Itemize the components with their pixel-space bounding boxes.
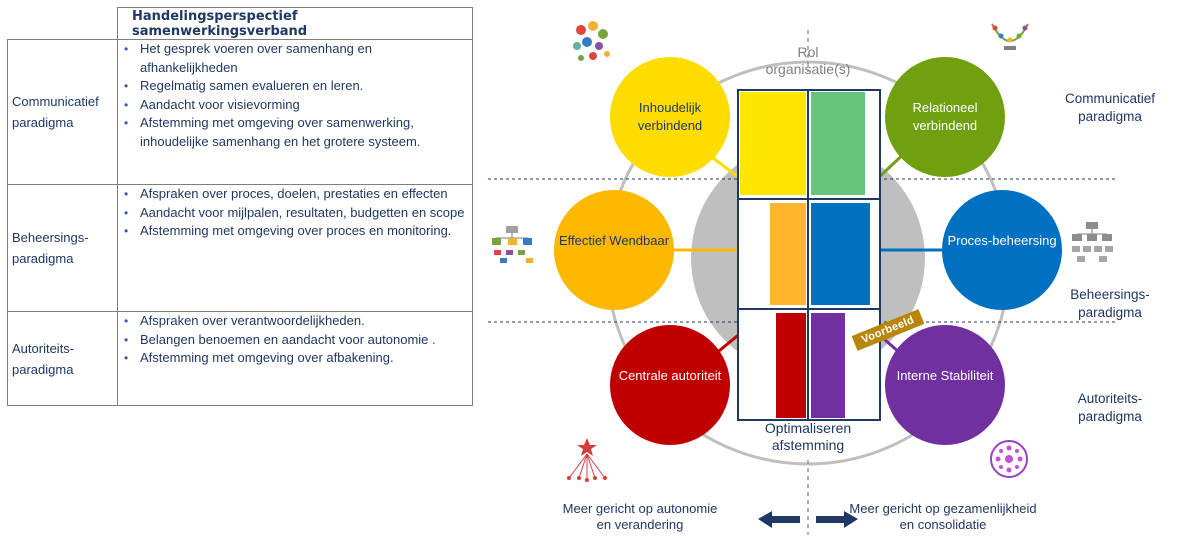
label-interne: Interne Stabiliteit [896, 368, 994, 383]
circle-proces [942, 190, 1062, 310]
list-item: Afstemming met omgeving over afbakening. [124, 349, 472, 368]
label-relationeel: Relationeel verbindend [912, 100, 978, 133]
list-item: Het gesprek voeren over samenhang en afh… [124, 40, 472, 77]
arc-network-icon [991, 23, 1029, 50]
network-cluster-icon [573, 21, 610, 61]
list-item: Afspraken over verantwoordelijkheden. [124, 312, 472, 331]
row-label-communicatief: Communicatief paradigma [7, 39, 118, 185]
org-chart-icon [492, 226, 533, 263]
label-proces: Proces-beheersing [947, 233, 1057, 248]
list-item: Afstemming met omgeving over proces en m… [124, 222, 472, 241]
list-item: Regelmatig samen evalueren en leren. [124, 77, 472, 96]
arrow-right-icon [816, 511, 858, 528]
paradigm-table: Handelingsperspectief samenwerkingsverba… [7, 7, 473, 406]
list-item: Aandacht voor mijlpalen, resultaten, bud… [124, 204, 472, 223]
circle-interne [885, 325, 1005, 445]
list-item: Belangen benoemen en aandacht voor auton… [124, 331, 472, 350]
row-label-beheersings: Beheersings-paradigma [7, 184, 118, 312]
bar-inhoudelijk [740, 92, 806, 195]
list-item: Aandacht voor visievorming [124, 96, 472, 115]
label-rol-organisatie: Rol organisatie(s) [765, 44, 851, 77]
bar-centrale [776, 313, 806, 418]
bottom-label-gezamenlijkheid: Meer gericht op gezamenlijkheid en conso… [849, 501, 1037, 532]
hierarchy-icon [1072, 222, 1113, 262]
bottom-label-autonomie: Meer gericht op autonomie en verandering [562, 501, 718, 532]
bar-relationeel [811, 92, 865, 195]
arrow-left-icon [758, 511, 800, 528]
label-effectief: Effectief Wendbaar [558, 233, 670, 248]
side-label-beheersings: Beheersings-paradigma [1070, 287, 1150, 320]
bar-proces [811, 203, 870, 305]
circle-effectief [554, 190, 674, 310]
row-items-beheersings: Afspraken over proces, doelen, prestatie… [117, 184, 473, 312]
list-item: Afspraken over proces, doelen, prestatie… [124, 185, 472, 204]
label-centrale: Centrale autoriteit [618, 368, 722, 383]
circle-inhoudelijk [610, 57, 730, 177]
list-item: Afstemming met omgeving over samenwerkin… [124, 114, 472, 151]
row-items-autoriteits: Afspraken over verantwoordelijkheden. Be… [117, 311, 473, 406]
bar-effectief [770, 203, 806, 305]
row-items-communicatief: Het gesprek voeren over samenhang en afh… [117, 39, 473, 185]
side-label-communicatief: Communicatief paradigma [1064, 91, 1156, 124]
circle-relationeel [885, 57, 1005, 177]
star-tree-icon [567, 438, 607, 482]
side-label-autoriteits: Autoriteits-paradigma [1077, 391, 1143, 424]
row-label-autoriteits: Autoriteits-paradigma [7, 311, 118, 406]
label-inhoudelijk: Inhoudelijk verbindend [637, 100, 703, 133]
radial-network-icon [990, 440, 1028, 478]
bar-interne [811, 313, 845, 418]
label-optimaliseren: Optimaliseren afstemming [764, 420, 852, 453]
circle-centrale [610, 325, 730, 445]
